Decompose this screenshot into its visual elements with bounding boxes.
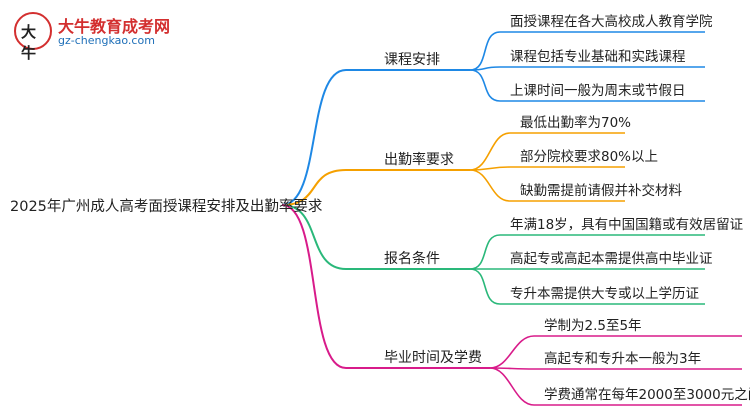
root-topic: 2025年广州成人高考面授课程安排及出勤率要求 xyxy=(10,198,323,215)
branch-link-2 xyxy=(281,169,470,206)
mind-map-links xyxy=(281,31,742,406)
leaf-label-3-2: 高起专或高起本需提供高中毕业证 xyxy=(510,250,713,267)
logo-title: 大牛教育成考网 xyxy=(58,17,171,36)
branch-label-2: 出勤率要求 xyxy=(384,151,454,168)
site-logo: 大牛 大牛教育成考网 gz-chengkao.com xyxy=(14,12,224,62)
leaf-link-3-3 xyxy=(469,268,705,305)
leaf-label-2-3: 缺勤需提前请假并补交材料 xyxy=(520,182,682,199)
leaf-label-1-1: 面授课程在各大高校成人教育学院 xyxy=(510,13,713,30)
leaf-label-4-2: 高起专和专升本一般为3年 xyxy=(544,350,701,367)
leaf-link-4-1 xyxy=(489,335,742,369)
leaf-link-2-2 xyxy=(469,166,625,171)
leaf-label-1-3: 上课时间一般为周末或节假日 xyxy=(510,83,686,99)
leaf-label-3-1: 年满18岁，具有中国国籍或有效居留证 xyxy=(510,216,743,233)
leaf-label-4-1: 学制为2.5至5年 xyxy=(544,318,642,334)
leaf-link-2-1 xyxy=(469,132,625,171)
branch-link-4 xyxy=(281,204,490,369)
mind-map-nodes: 课程安排 面授课程在各大高校成人教育学院课程包括专业基础和实践课程上课时间一般为周… xyxy=(384,13,750,403)
branch-label-3: 报名条件 xyxy=(384,250,440,267)
leaf-label-1-2: 课程包括专业基础和实践课程 xyxy=(510,48,686,65)
branch-label-1: 课程安排 xyxy=(384,52,440,68)
leaf-label-2-1: 最低出勤率为70% xyxy=(520,114,631,131)
leaf-link-1-1 xyxy=(469,31,705,71)
leaf-label-3-3: 专升本需提供大专或以上学历证 xyxy=(510,286,699,302)
leaf-link-4-3 xyxy=(489,367,742,406)
leaf-label-2-2: 部分院校要求80%以上 xyxy=(520,148,658,165)
leaf-link-1-2 xyxy=(469,66,705,71)
branch-link-3 xyxy=(281,204,470,270)
leaf-link-2-3 xyxy=(469,169,625,202)
leaf-link-4-2 xyxy=(489,367,742,370)
leaf-link-1-3 xyxy=(469,69,705,102)
leaf-label-4-3: 学费通常在每年2000至3000元之间 xyxy=(544,387,750,403)
logo-mark-icon: 大牛 xyxy=(14,12,52,62)
branch-label-4: 毕业时间及学费 xyxy=(384,350,482,366)
branch-link-1 xyxy=(281,69,470,206)
logo-url: gz-chengkao.com xyxy=(58,34,155,47)
leaf-link-3-1 xyxy=(469,234,705,270)
